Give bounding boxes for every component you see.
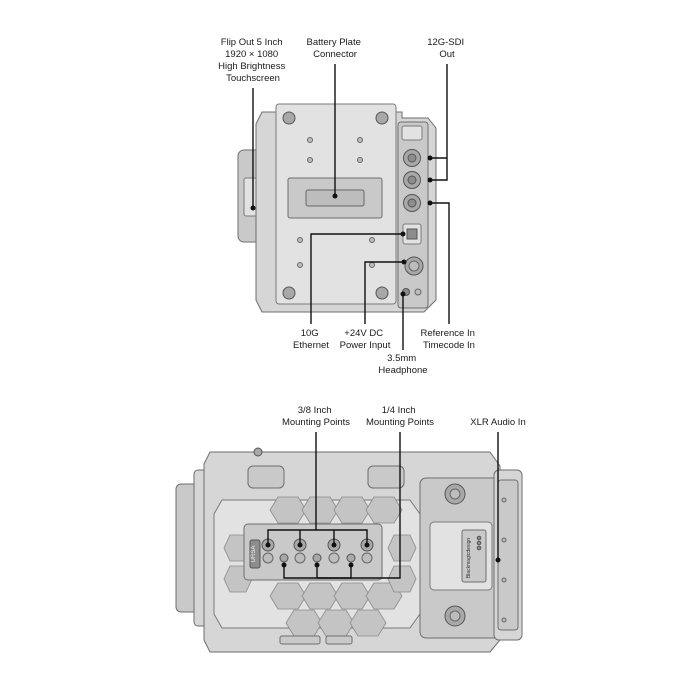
plate-hole	[369, 237, 375, 243]
top-knob	[253, 447, 263, 457]
label-power: +24V DC Power Input	[340, 328, 391, 351]
leader-dot	[400, 291, 406, 297]
xlr-screw	[501, 537, 507, 543]
hex-cell	[317, 609, 355, 637]
hex-cell	[333, 496, 371, 524]
leader-dot	[495, 557, 501, 563]
plate-screw	[375, 111, 389, 125]
leader-dot	[401, 259, 407, 265]
leader-dot	[332, 193, 338, 199]
label-ethernet: 10G Ethernet	[293, 328, 329, 351]
top-leader-lines	[250, 64, 450, 350]
small-badge: URSA	[251, 546, 257, 563]
hex-cell	[387, 565, 417, 593]
plate-hole	[297, 262, 303, 268]
mount-1-4-point	[346, 553, 356, 563]
leader-dot	[331, 542, 337, 548]
label-sdi-out: 12G-SDI Out	[427, 37, 467, 60]
leader-dot	[297, 542, 303, 548]
mount-hole	[328, 552, 340, 564]
label-mount-1-4: 1/4 Inch Mounting Points	[366, 405, 434, 428]
xlr-panel	[497, 479, 519, 631]
side-buttons	[325, 635, 353, 645]
side-buttons	[279, 635, 321, 645]
label-touchscreen: Flip Out 5 Inch 1920 × 1080 High Brightn…	[218, 37, 288, 84]
top-callouts: Flip Out 5 Inch 1920 × 1080 High Brightn…	[218, 37, 477, 376]
plate-screw	[375, 286, 389, 300]
reference-port-core	[407, 198, 417, 208]
panel-led	[476, 540, 482, 546]
leader-power	[364, 261, 404, 324]
camera-rear-view	[237, 103, 437, 313]
hex-cell	[349, 609, 387, 637]
plate-screw	[282, 286, 296, 300]
label-xlr: XLR Audio In	[470, 417, 525, 428]
mount-1-4-point	[279, 553, 289, 563]
hex-cell	[365, 496, 403, 524]
hex-cell	[285, 609, 323, 637]
leader-dot	[427, 177, 433, 183]
xlr-screw	[501, 617, 507, 623]
brand-logo: Blackmagicdesign	[466, 538, 472, 579]
ethernet-jack	[406, 228, 418, 240]
label-reference: Reference In Timecode In	[420, 328, 477, 351]
top-bump	[247, 465, 285, 489]
leader-dot	[364, 542, 370, 548]
leader-dot	[281, 562, 287, 568]
xlr-screw	[501, 497, 507, 503]
mount-hole	[262, 552, 274, 564]
xlr-cap-center	[449, 488, 461, 500]
hex-cell	[301, 496, 339, 524]
plate-hole	[297, 237, 303, 243]
plate-hole	[357, 157, 363, 163]
hex-cell	[269, 496, 307, 524]
mounting-plate	[243, 523, 383, 581]
mount-hole	[361, 552, 373, 564]
leader-dot	[314, 562, 320, 568]
top-port	[401, 125, 423, 141]
power-input-core	[408, 260, 420, 272]
leader-dot	[250, 205, 256, 211]
top-bump	[367, 465, 405, 489]
xlr-cap-center	[449, 610, 461, 622]
leader-mount-3-8-bracket	[267, 529, 368, 545]
plate-hole	[357, 137, 363, 143]
panel-led	[476, 545, 482, 551]
leader-dot	[427, 200, 433, 206]
plate-hole	[369, 262, 375, 268]
leader-sdi-out	[430, 64, 448, 181]
sdi-out-port-core	[407, 175, 417, 185]
hex-cell	[301, 582, 339, 610]
mount-1-4-point	[312, 553, 322, 563]
plate-screw	[282, 111, 296, 125]
hex-cell	[269, 582, 307, 610]
leader-reference	[430, 202, 450, 324]
camera-side-view: URSA Blackmagicdesign	[175, 447, 523, 653]
bottom-callouts: 3/8 Inch Mounting Points 1/4 Inch Mounti…	[282, 405, 526, 428]
headphone-indicator	[414, 288, 422, 296]
leader-dot	[427, 155, 433, 161]
label-headphone: 3.5mm Headphone	[378, 353, 427, 376]
mount-hole	[294, 552, 306, 564]
badge-plate	[249, 539, 261, 569]
hex-cell	[387, 534, 417, 562]
plate-hole	[307, 157, 313, 163]
xlr-screw	[501, 577, 507, 583]
bottom-leader-lines	[265, 432, 501, 579]
label-battery-plate: Battery Plate Connector	[306, 37, 363, 60]
panel-led	[476, 535, 482, 541]
label-mount-3-8: 3/8 Inch Mounting Points	[282, 405, 350, 428]
leader-dot	[348, 562, 354, 568]
plate-hole	[307, 137, 313, 143]
sdi-out-port-core	[407, 153, 417, 163]
leader-dot	[400, 231, 406, 237]
hex-cell	[333, 582, 371, 610]
leader-ethernet	[310, 233, 403, 324]
leader-dot	[265, 542, 271, 548]
